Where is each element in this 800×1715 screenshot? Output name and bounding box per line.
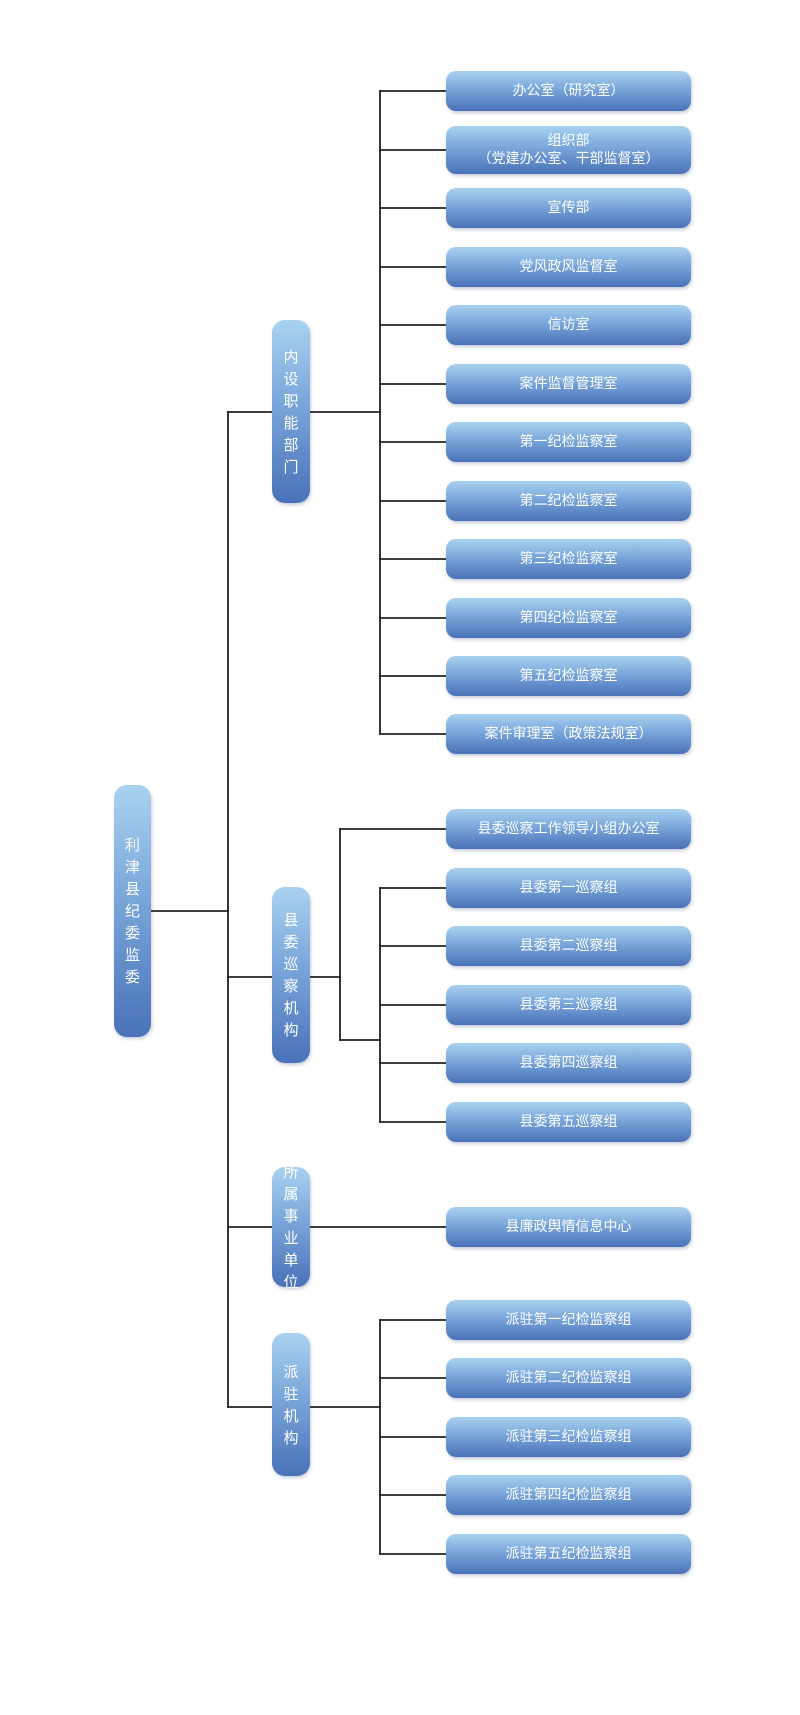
root-node: 利津县纪委监委 <box>114 785 151 1037</box>
unit-organization-dept: 组织部 （党建办公室、干部监督室） <box>446 126 691 174</box>
unit-case-review: 案件审理室（政策法规室） <box>446 714 691 754</box>
unit-dispatched-team-1: 派驻第一纪检监察组 <box>446 1300 691 1340</box>
unit-inspection-team-4: 县委第四巡察组 <box>446 1043 691 1083</box>
unit-case-supervision: 案件监督管理室 <box>446 364 691 404</box>
unit-publicity-dept: 宣传部 <box>446 188 691 228</box>
category-dispatched-organs: 派驻机构 <box>272 1333 310 1476</box>
unit-dispatched-team-2: 派驻第二纪检监察组 <box>446 1358 691 1398</box>
category-internal-departments: 内设职能部门 <box>272 320 310 503</box>
category-affiliated-institutions: 所属事业单位 <box>272 1163 310 1291</box>
unit-inspection-team-5: 县委第五巡察组 <box>446 1102 691 1142</box>
unit-discipline-office-1: 第一纪检监察室 <box>446 422 691 462</box>
unit-conduct-supervision: 党风政风监督室 <box>446 247 691 287</box>
unit-dispatched-team-5: 派驻第五纪检监察组 <box>446 1534 691 1574</box>
unit-dispatched-team-3: 派驻第三纪检监察组 <box>446 1417 691 1457</box>
unit-discipline-office-4: 第四纪检监察室 <box>446 598 691 638</box>
unit-inspection-team-2: 县委第二巡察组 <box>446 926 691 966</box>
category-label: 县委巡察机构 <box>283 911 299 1039</box>
unit-inspection-team-1: 县委第一巡察组 <box>446 868 691 908</box>
category-inspection-organs: 县委巡察机构 <box>272 887 310 1063</box>
root-label: 利津县纪委监委 <box>125 836 141 986</box>
unit-discipline-office-3: 第三纪检监察室 <box>446 539 691 579</box>
unit-discipline-office-5: 第五纪检监察室 <box>446 656 691 696</box>
category-label: 派驻机构 <box>283 1362 299 1447</box>
unit-inspection-leading-office: 县委巡察工作领导小组办公室 <box>446 809 691 849</box>
category-label: 所属事业单位 <box>283 1163 299 1291</box>
category-label: 内设职能部门 <box>283 347 299 476</box>
unit-integrity-info-center: 县廉政舆情信息中心 <box>446 1207 691 1247</box>
unit-dispatched-team-4: 派驻第四纪检监察组 <box>446 1475 691 1515</box>
unit-office: 办公室（研究室） <box>446 71 691 111</box>
unit-discipline-office-2: 第二纪检监察室 <box>446 481 691 521</box>
unit-inspection-team-3: 县委第三巡察组 <box>446 985 691 1025</box>
unit-petition-office: 信访室 <box>446 305 691 345</box>
